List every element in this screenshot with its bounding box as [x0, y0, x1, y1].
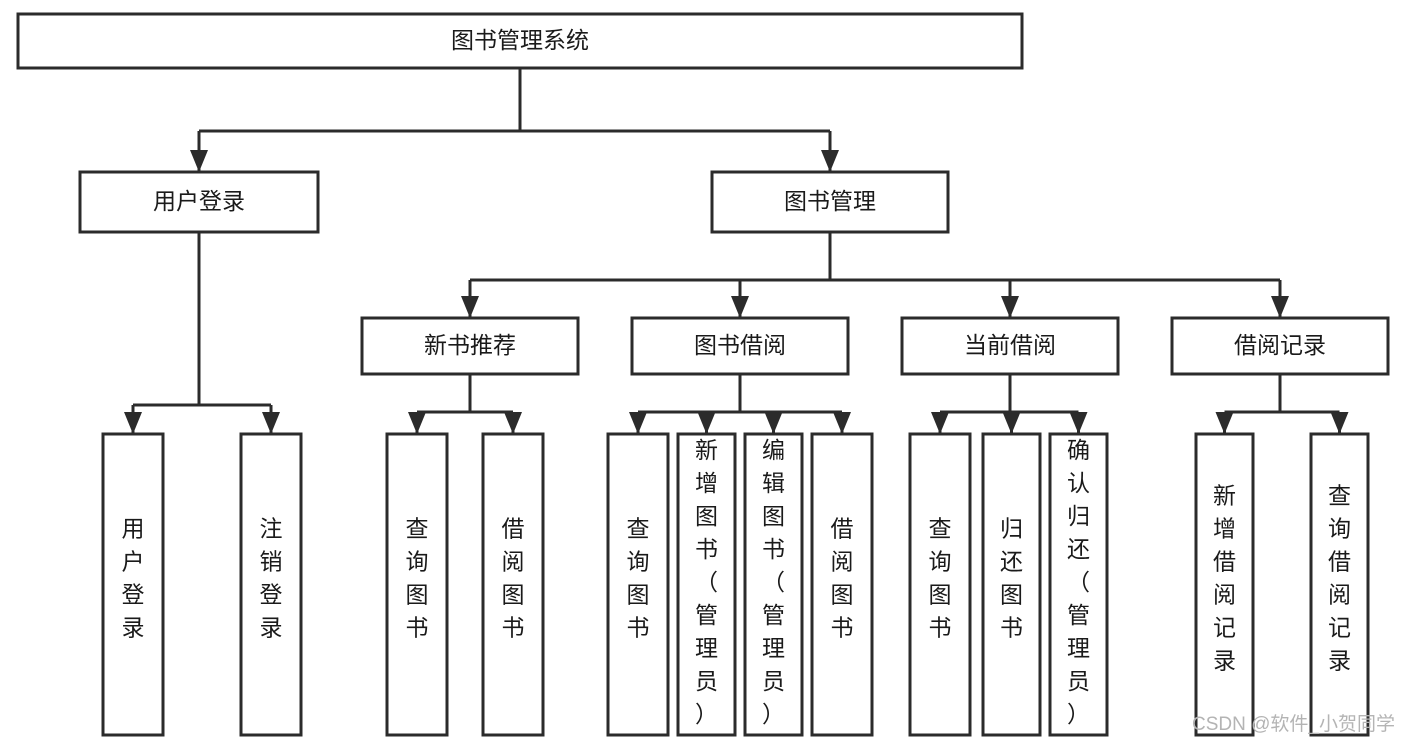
edge-group-current-borrow — [931, 374, 1088, 434]
node-label-leaf-logout: 注销登录 — [260, 516, 283, 641]
arrow-head — [821, 150, 839, 172]
node-box-root[interactable] — [16, 12, 1024, 70]
arrow-head — [1271, 296, 1289, 318]
node-box-leaf-query-record[interactable] — [1309, 432, 1370, 737]
node-new-book-recommend[interactable]: 新书推荐 — [360, 316, 580, 376]
node-box-current-borrow[interactable] — [900, 316, 1120, 376]
edge-group-user-login — [124, 232, 280, 434]
arrow-head — [124, 412, 142, 434]
node-leaf-query-book-cur[interactable]: 查询图书 — [908, 432, 972, 737]
arrow-head — [1002, 412, 1021, 434]
arrow-head — [697, 412, 716, 434]
node-leaf-confirm-return[interactable]: 确认归还（管理员） — [1048, 432, 1109, 737]
node-box-new-book-recommend[interactable] — [360, 316, 580, 376]
node-box-leaf-query-book-borrow[interactable] — [606, 432, 670, 737]
node-box-leaf-query-book-cur[interactable] — [908, 432, 972, 737]
edge-group-root — [190, 68, 839, 172]
node-root[interactable]: 图书管理系统 — [16, 12, 1024, 70]
edge-group-book-borrow — [629, 374, 851, 434]
node-box-leaf-borrow-book-rec[interactable] — [481, 432, 545, 737]
edge-group-new-book-recommend — [408, 374, 522, 434]
node-box-leaf-confirm-return[interactable] — [1048, 432, 1109, 737]
arrow-head — [731, 296, 749, 318]
node-leaf-edit-book[interactable]: 编辑图书（管理员） — [743, 432, 804, 737]
node-leaf-query-book-rec[interactable]: 查询图书 — [385, 432, 449, 737]
node-label-leaf-add-book: 新增图书（管理员） — [695, 437, 718, 727]
node-label-leaf-add-record: 新增借阅记录 — [1213, 483, 1236, 674]
node-label-leaf-query-book-rec: 查询图书 — [406, 516, 429, 641]
connectors-layer — [124, 68, 1349, 434]
arrow-head — [1001, 296, 1019, 318]
node-label-leaf-borrow-book: 借阅图书 — [831, 516, 854, 641]
arrow-head — [629, 412, 647, 434]
arrow-head — [931, 412, 949, 434]
node-leaf-add-book[interactable]: 新增图书（管理员） — [676, 432, 737, 737]
node-box-leaf-add-record[interactable] — [1194, 432, 1255, 737]
node-label-book-manage: 图书管理 — [784, 188, 876, 214]
node-box-leaf-query-book-rec[interactable] — [385, 432, 449, 737]
node-leaf-borrow-book-rec[interactable]: 借阅图书 — [481, 432, 545, 737]
node-box-leaf-borrow-book[interactable] — [810, 432, 874, 737]
node-label-new-book-recommend: 新书推荐 — [424, 332, 516, 358]
node-label-leaf-borrow-book-rec: 借阅图书 — [502, 516, 525, 641]
node-label-leaf-query-record: 查询借阅记录 — [1328, 483, 1351, 674]
node-leaf-logout[interactable]: 注销登录 — [239, 432, 303, 737]
node-label-leaf-confirm-return: 确认归还（管理员） — [1067, 437, 1090, 727]
node-label-leaf-query-book-borrow: 查询图书 — [627, 516, 650, 641]
arrow-head — [408, 412, 426, 434]
node-label-leaf-return-book: 归还图书 — [1000, 516, 1023, 641]
node-label-root: 图书管理系统 — [451, 27, 589, 53]
node-user-login[interactable]: 用户登录 — [78, 170, 320, 234]
arrow-head — [504, 412, 522, 434]
node-leaf-query-record[interactable]: 查询借阅记录 — [1309, 432, 1370, 737]
arrow-head — [461, 296, 479, 318]
node-leaf-query-book-borrow[interactable]: 查询图书 — [606, 432, 670, 737]
node-leaf-user-login[interactable]: 用户登录 — [101, 432, 165, 737]
node-box-leaf-user-login[interactable] — [101, 432, 165, 737]
node-label-borrow-record: 借阅记录 — [1234, 332, 1326, 358]
node-book-manage[interactable]: 图书管理 — [710, 170, 950, 234]
csdn-watermark: CSDN @软件_小贺同学 — [1192, 713, 1395, 735]
arrow-head — [764, 412, 783, 434]
node-label-leaf-user-login: 用户登录 — [122, 516, 145, 641]
arrow-head — [1069, 412, 1088, 434]
node-box-leaf-logout[interactable] — [239, 432, 303, 737]
node-label-current-borrow: 当前借阅 — [964, 332, 1056, 358]
node-label-leaf-query-book-cur: 查询图书 — [929, 516, 952, 641]
node-box-leaf-add-book[interactable] — [676, 432, 737, 737]
node-current-borrow[interactable]: 当前借阅 — [900, 316, 1120, 376]
edge-group-borrow-record — [1215, 374, 1349, 434]
node-box-user-login[interactable] — [78, 170, 320, 234]
node-leaf-add-record[interactable]: 新增借阅记录 — [1194, 432, 1255, 737]
arrow-head — [1215, 412, 1234, 434]
node-label-user-login: 用户登录 — [153, 188, 245, 214]
node-box-book-manage[interactable] — [710, 170, 950, 234]
node-label-book-borrow: 图书借阅 — [694, 332, 786, 358]
arrow-head — [833, 412, 851, 434]
arrow-head — [1330, 412, 1349, 434]
node-box-book-borrow[interactable] — [630, 316, 850, 376]
node-borrow-record[interactable]: 借阅记录 — [1170, 316, 1390, 376]
arrow-head — [190, 150, 208, 172]
nodes-layer: 图书管理系统用户登录图书管理新书推荐图书借阅当前借阅借阅记录用户登录注销登录查询… — [16, 12, 1390, 737]
node-box-borrow-record[interactable] — [1170, 316, 1390, 376]
node-leaf-borrow-book[interactable]: 借阅图书 — [810, 432, 874, 737]
node-box-leaf-return-book[interactable] — [981, 432, 1042, 737]
node-leaf-return-book[interactable]: 归还图书 — [981, 432, 1042, 737]
arrow-head — [262, 412, 280, 434]
node-label-leaf-edit-book: 编辑图书（管理员） — [762, 437, 785, 727]
node-book-borrow[interactable]: 图书借阅 — [630, 316, 850, 376]
node-box-leaf-edit-book[interactable] — [743, 432, 804, 737]
edge-group-book-manage — [461, 232, 1289, 318]
